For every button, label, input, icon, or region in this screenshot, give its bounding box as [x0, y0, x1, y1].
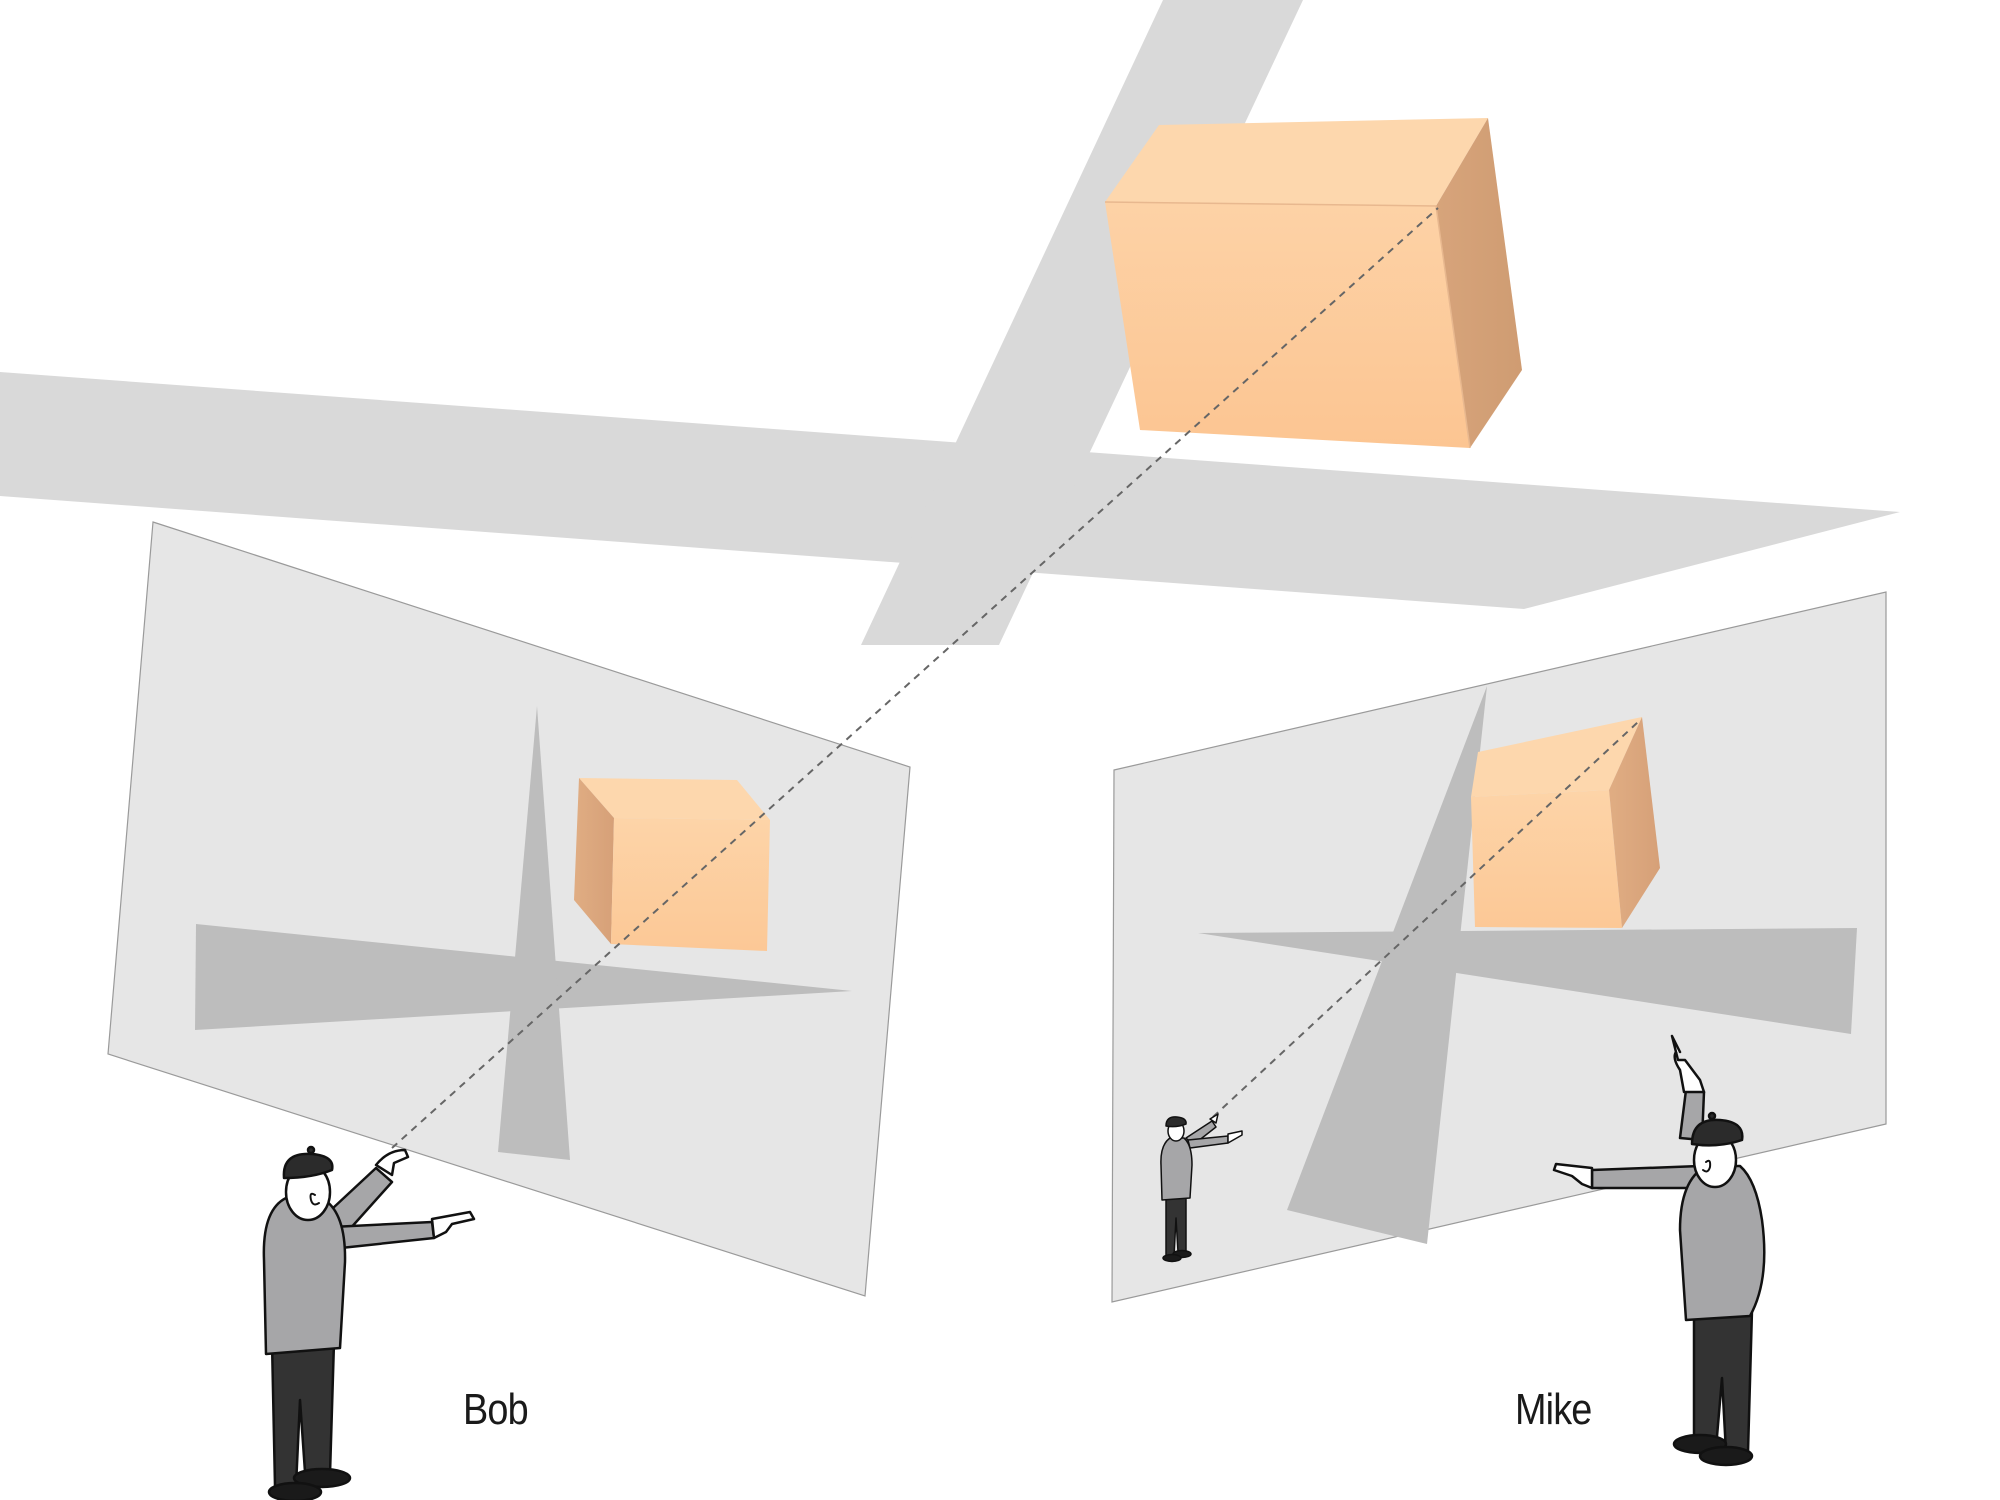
sight-lines	[391, 207, 1639, 1149]
mike-box-top	[1471, 717, 1642, 797]
real-box	[1104, 118, 1522, 449]
bob-person-pointing-icon	[262, 1145, 476, 1500]
mike-label: Mike	[1515, 1385, 1592, 1434]
bob-box-front	[611, 818, 770, 951]
bob-label: Bob	[463, 1385, 529, 1434]
mike-box-front	[1471, 790, 1622, 928]
mike-screen	[1111, 591, 1887, 1303]
bob-box-left-side	[574, 778, 614, 944]
mike-sight-line	[1212, 721, 1639, 1118]
mike-screen-figure-icon	[1160, 1113, 1243, 1263]
bob-screen-shadow-vertical	[498, 706, 570, 1160]
real-box-side	[1436, 118, 1522, 448]
bob-screen	[107, 521, 911, 1297]
mike-beret-icon	[1690, 1118, 1744, 1147]
mike-screen-shadow-diagonal	[1287, 686, 1487, 1244]
bob-box-top	[579, 778, 770, 820]
mike-box-side	[1609, 717, 1660, 928]
bob-beret-icon	[282, 1152, 334, 1180]
bob-sight-line	[391, 207, 1439, 1149]
real-box-top	[1105, 118, 1488, 206]
mike-screen-shadow-horizontal	[1198, 928, 1857, 1034]
real-box-front	[1105, 202, 1470, 448]
bob-screen-panel	[107, 521, 911, 1297]
mike-person-pointing-icon	[1552, 1034, 1766, 1467]
floor-cross	[0, 0, 1900, 645]
